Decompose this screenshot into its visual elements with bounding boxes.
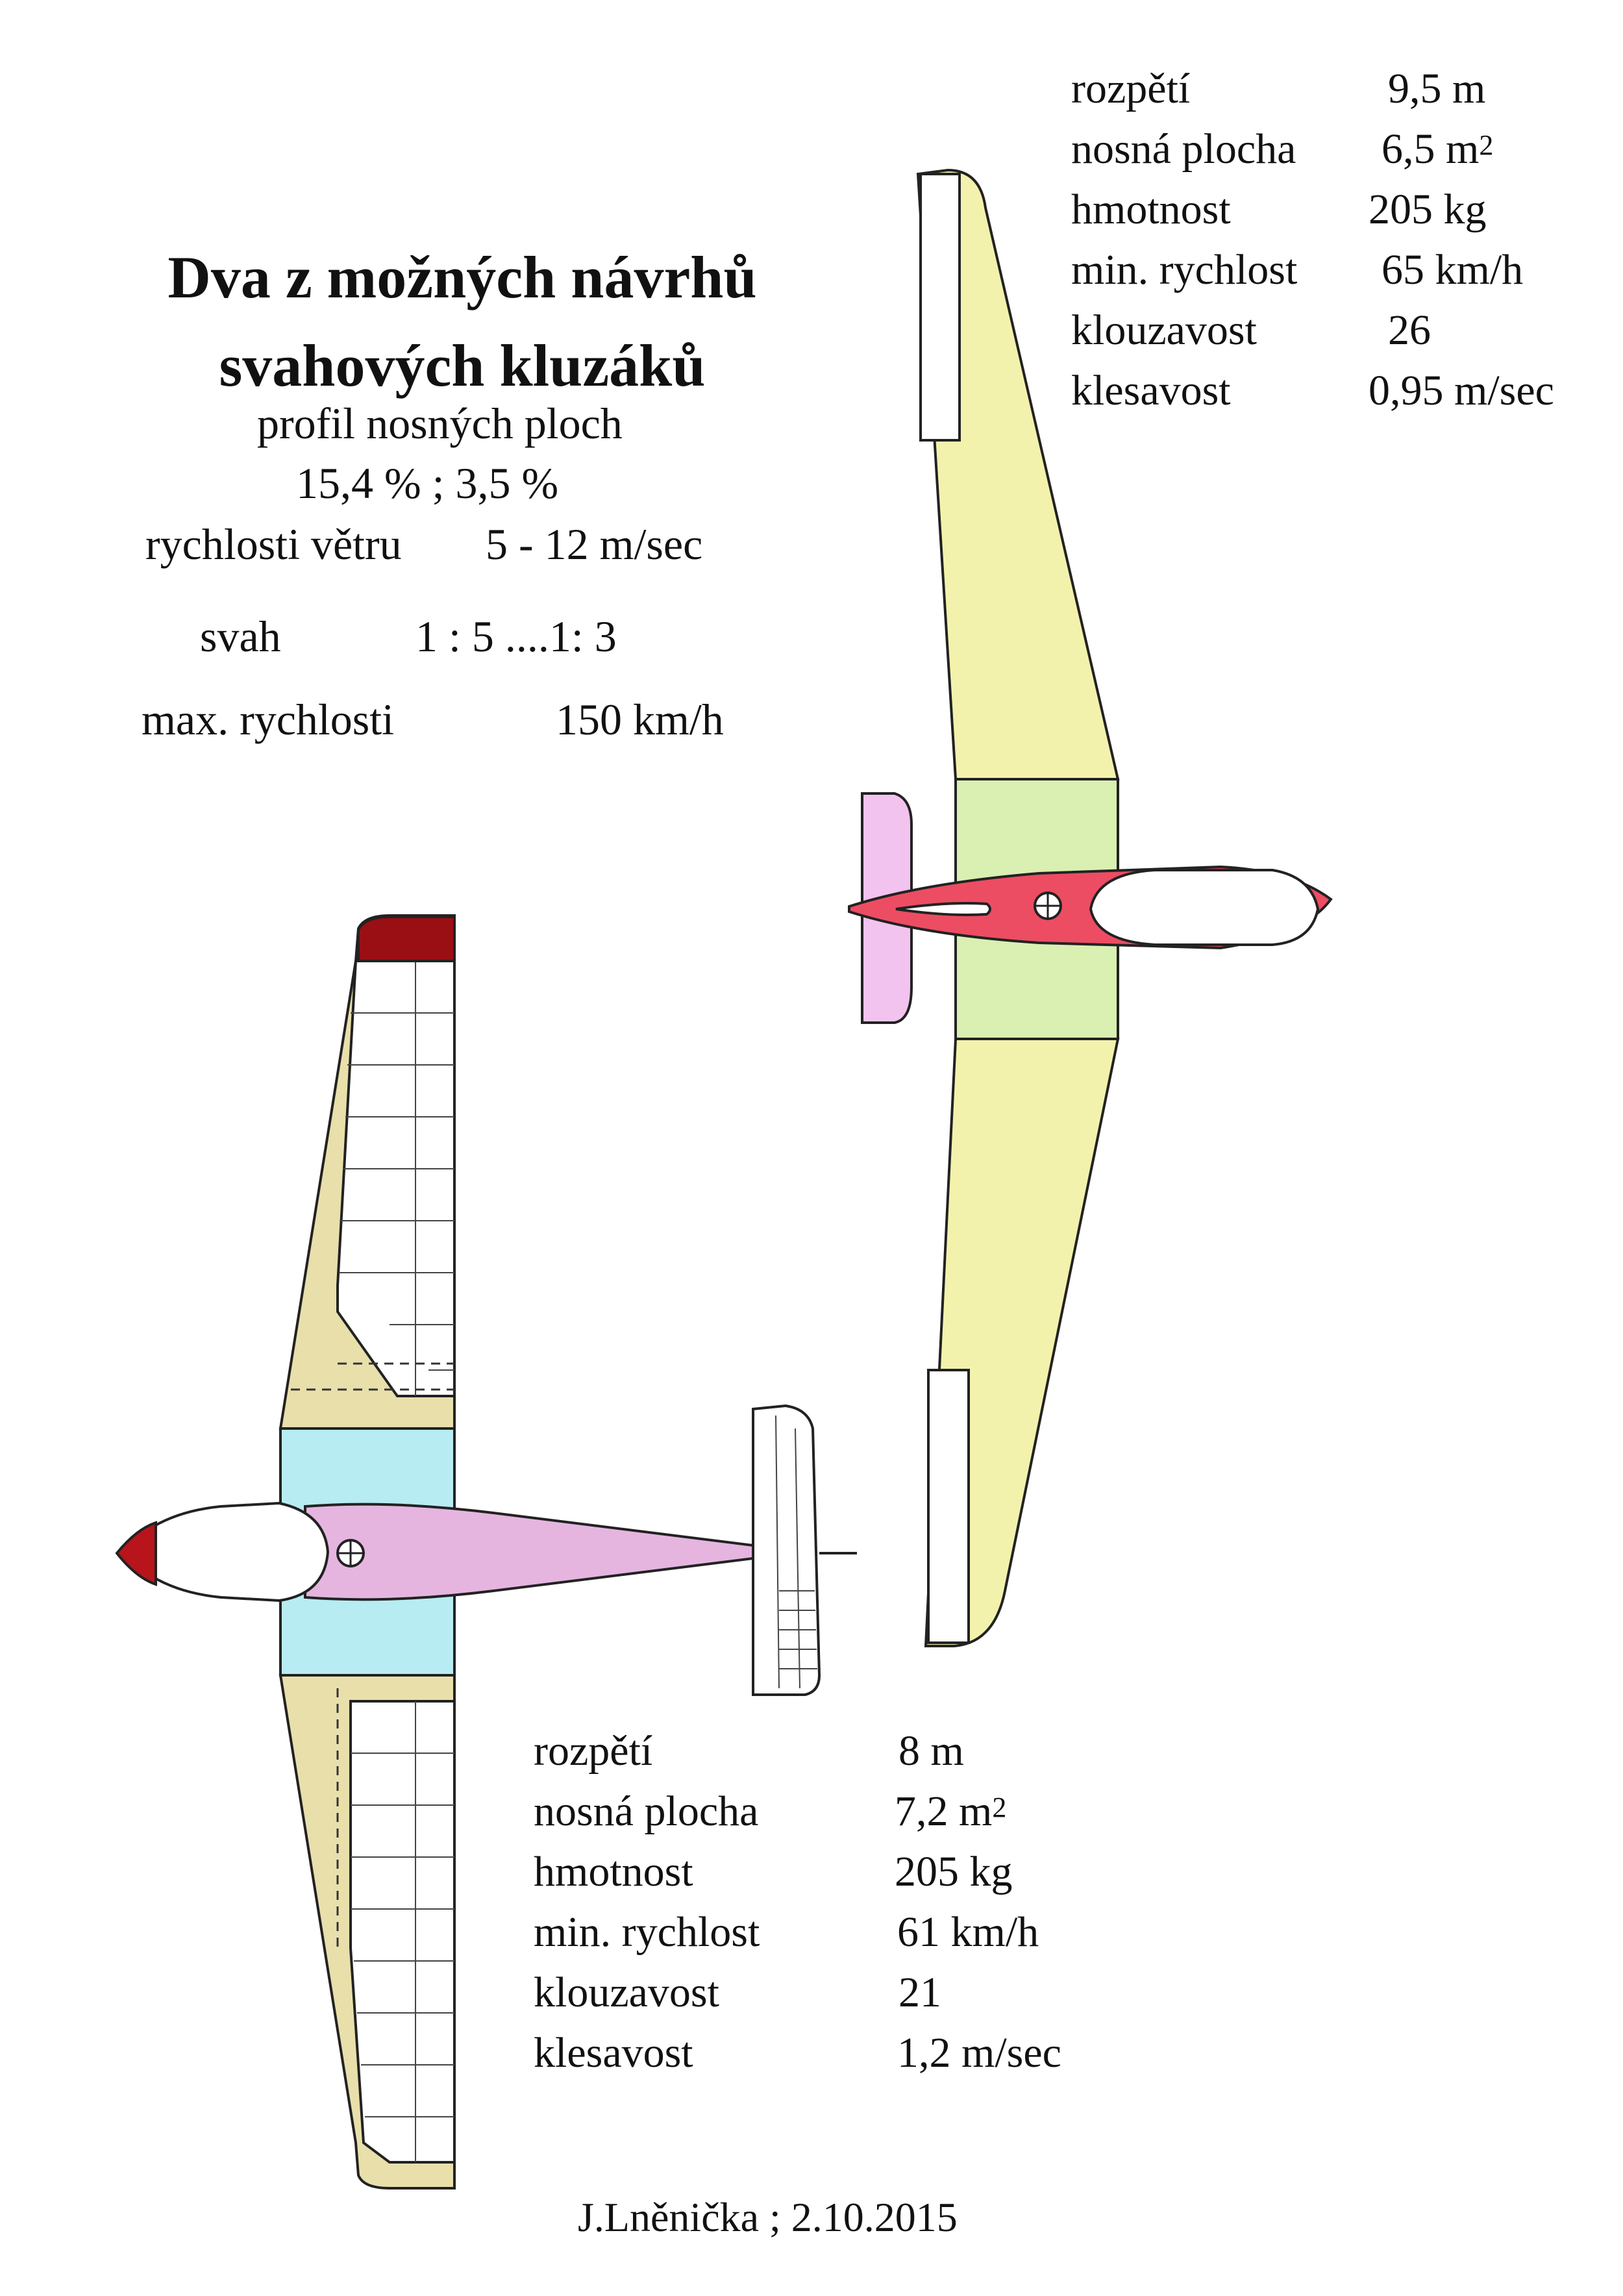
glider-a-value-area-row: 6,5 m2 [1369,119,1554,179]
glider-b-spec-values: 8 m 7,2 m2 205 kg 61 km/h 21 1,2 m/sec [895,1721,1061,2083]
glider-a-label-sink: klesavost [1071,367,1231,414]
glider-a-label-area: nosná plocha [1071,125,1296,173]
glider-a-value-sink: 0,95 m/sec [1369,367,1554,414]
glider-b-label-span: rozpětí [534,1727,653,1775]
glider-a-label-min-speed: min. rychlost [1071,246,1298,293]
glider-a-value-min-speed: 65 km/h [1381,246,1524,293]
wind-value: 5 - 12 m/sec [486,519,703,569]
slope-label: svah [200,612,281,661]
glider-a-canopy [1089,869,1320,946]
glider-a-lower-wing [924,1038,1120,1647]
glider-b-value-area-row: 7,2 m2 [895,1781,1061,1841]
glider-a-value-glide: 26 [1388,306,1431,354]
glider-b-label-area: nosná plocha [534,1788,759,1835]
glider-b-canopy [121,1501,330,1603]
glider-b-nose [115,1521,157,1586]
signature: J.Lněnička ; 2.10.2015 [578,2194,958,2240]
glider-b-value-sink: 1,2 m/sec [897,2029,1061,2077]
glider-b-label-min-speed: min. rychlost [534,1908,760,1956]
glider-b-drawing [115,914,857,2190]
maxspeed-label: max. rychlosti [142,695,395,744]
glider-a-upper-wing [916,168,1120,780]
glider-a-value-area: 6,5 m [1381,125,1480,173]
maxspeed-value: 150 km/h [556,695,724,744]
glider-b-lower-wing-ribs [349,1700,456,2164]
glider-a-value-span: 9,5 m [1388,65,1486,112]
glider-b-value-glide: 21 [898,1969,941,2016]
glider-a-value-mass: 205 kg [1369,186,1487,233]
glider-b-upper-wingtip [357,916,456,962]
glider-a-label-glide: klouzavost [1071,306,1257,354]
glider-a-spec-values: 9,5 m 6,5 m2 205 kg 65 km/h 26 0,95 m/se… [1369,58,1554,421]
glider-b-value-min-speed: 61 km/h [897,1908,1039,1956]
glider-a-label-mass: hmotnost [1071,186,1231,233]
glider-b-value-area: 7,2 m [895,1788,993,1835]
glider-b-label-glide: klouzavost [534,1969,719,2016]
glider-b-tailplane [752,1404,821,1696]
glider-b-fuselage [304,1503,754,1601]
glider-a-spec-labels: rozpětí nosná plocha hmotnost min. rychl… [1071,58,1297,421]
title-line-2: svahových kluzáků [219,332,706,399]
glider-a-lower-aileron [927,1369,970,1644]
glider-a-value-area-exponent: 2 [1479,129,1494,161]
glider-a-upper-aileron [919,173,961,442]
profile-label: profil nosných ploch [257,399,623,448]
glider-b-spec-labels: rozpětí nosná plocha hmotnost min. rychl… [534,1721,760,2083]
slope-value: 1 : 5 ....1: 3 [415,612,617,661]
glider-b-value-area-exponent: 2 [992,1791,1007,1823]
glider-b-value-mass: 205 kg [895,1848,1013,1895]
glider-b-label-mass: hmotnost [534,1848,693,1895]
glider-b-label-sink: klesavost [534,2029,693,2077]
glider-a-fuselage-slot [895,902,991,916]
title-line-1: Dva z možných návrhů [167,244,757,310]
profile-value: 15,4 % ; 3,5 % [296,458,559,508]
wind-label: rychlosti větru [145,519,402,569]
glider-b-upper-wing-ribs [336,960,456,1397]
glider-b-value-span: 8 m [898,1727,964,1775]
glider-a-drawing [848,168,1333,1647]
glider-a-label-span: rozpětí [1071,65,1191,112]
